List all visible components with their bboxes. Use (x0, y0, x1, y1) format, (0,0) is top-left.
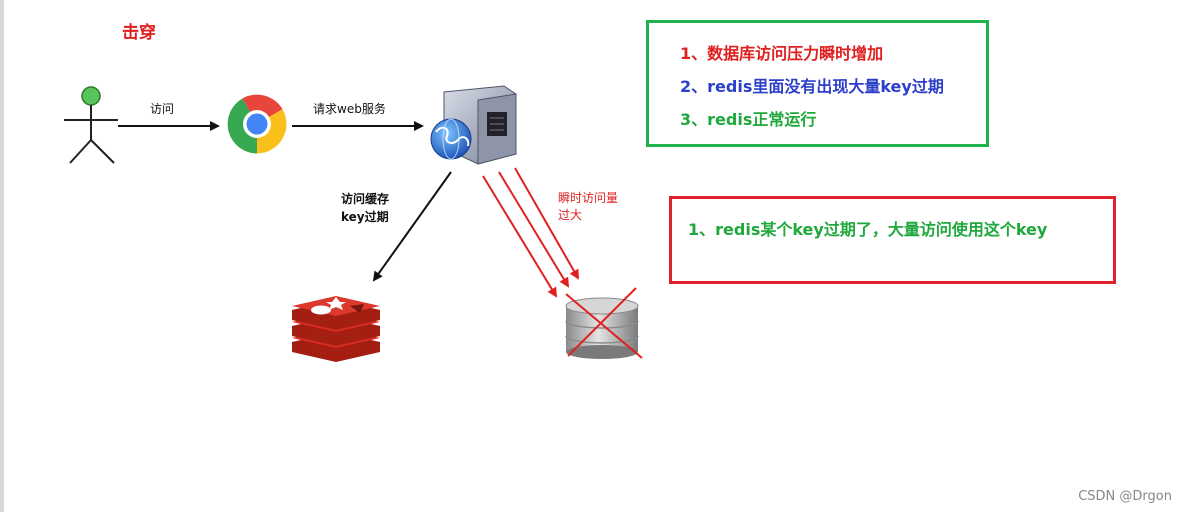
label-request-web: 请求web服务 (313, 102, 386, 116)
burst-arrows (482, 167, 579, 298)
label-access-cache: 访问缓存 key过期 (341, 190, 389, 226)
green-note-box (646, 20, 989, 147)
crossed-out-icon (565, 287, 643, 359)
arrow-access-cache (372, 171, 452, 282)
label-access-cache-line2: key过期 (341, 210, 389, 224)
left-edge-bar (0, 0, 4, 512)
label-visit: 访问 (150, 102, 175, 116)
green-note-item-1: 1、数据库访问压力瞬时增加 (680, 44, 884, 63)
red-note-box (669, 196, 1116, 284)
redis-icon (292, 296, 380, 362)
stick-figure-user-icon (64, 86, 118, 164)
label-burst-line2: 过大 (558, 208, 583, 222)
red-note-text: 1、redis某个key过期了，大量访问使用这个key (688, 220, 1048, 239)
label-burst-line1: 瞬时访问量 (558, 191, 619, 205)
green-note-item-2: 2、redis里面没有出现大量key过期 (680, 77, 944, 96)
label-burst: 瞬时访问量 过大 (558, 190, 618, 224)
page-title: 击穿 (122, 23, 156, 43)
database-icon (565, 297, 639, 359)
watermark: CSDN @Drgon (1078, 489, 1172, 504)
green-note-item-3: 3、redis正常运行 (680, 110, 817, 129)
web-server-icon (430, 85, 517, 165)
chrome-browser-icon (227, 94, 287, 154)
label-access-cache-line1: 访问缓存 (341, 192, 390, 206)
